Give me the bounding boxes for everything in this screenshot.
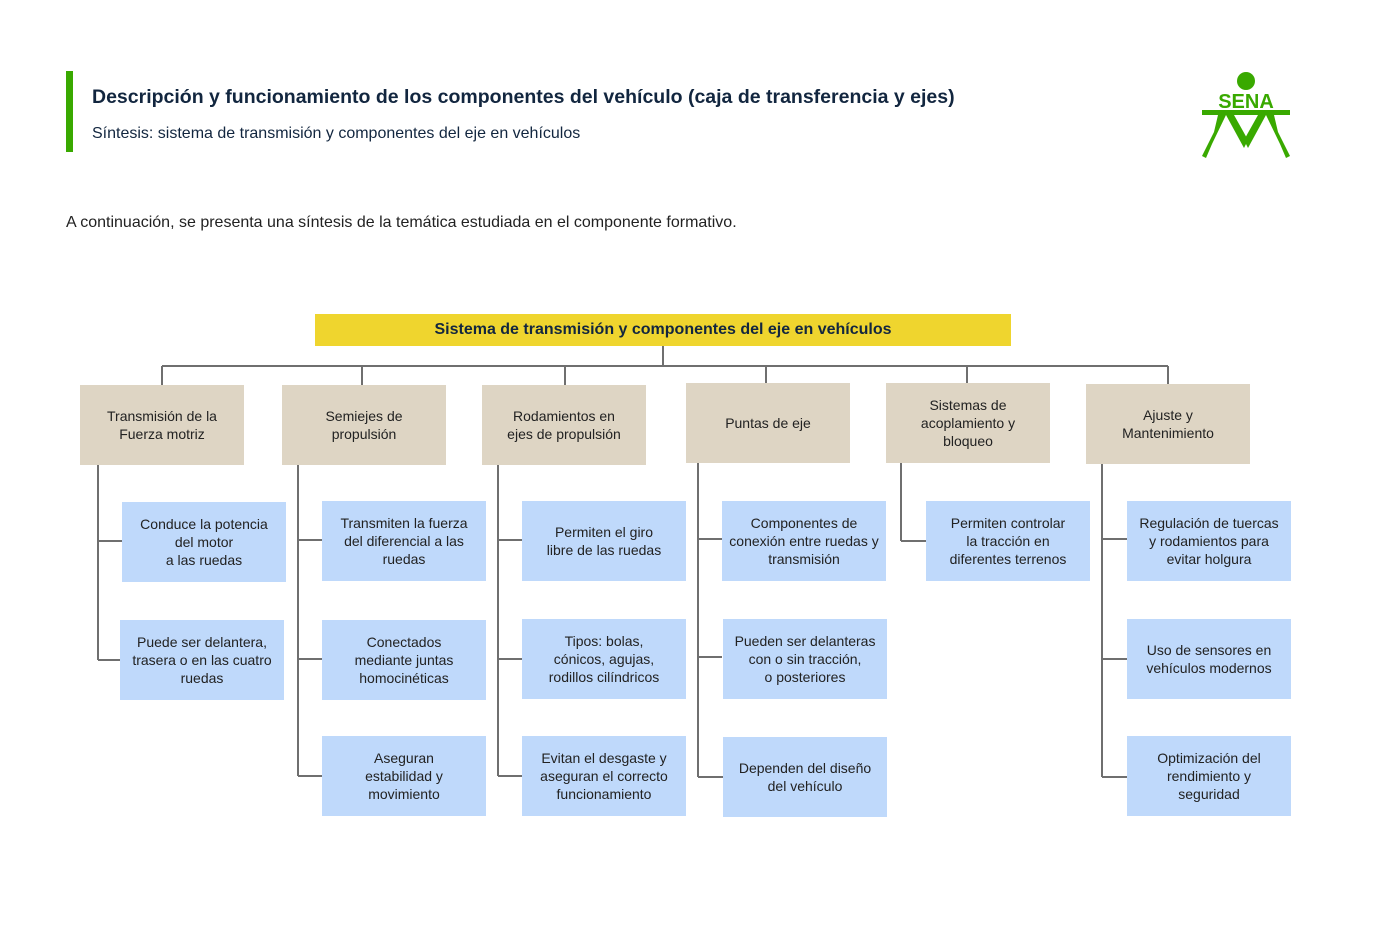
item-node: Aseguran estabilidad y movimiento	[322, 736, 486, 816]
diagram-root-node: Sistema de transmisión y componentes del…	[315, 314, 1011, 346]
category-acoplamiento-bloqueo: Sistemas de acoplamiento y bloqueo	[886, 383, 1050, 463]
sena-logo-text: SENA	[1218, 91, 1274, 113]
header-accent-bar	[66, 71, 73, 152]
category-puntas-de-eje: Puntas de eje	[686, 383, 850, 463]
item-node: Transmiten la fuerza del diferencial a l…	[322, 501, 486, 581]
item-node: Regulación de tuercas y rodamientos para…	[1127, 501, 1291, 581]
page-title: Descripción y funcionamiento de los comp…	[92, 86, 955, 108]
page-subtitle: Síntesis: sistema de transmisión y compo…	[92, 125, 581, 142]
item-node: Tipos: bolas, cónicos, agujas, rodillos …	[522, 619, 686, 699]
sena-logo: SENA	[1202, 72, 1290, 158]
category-ajuste-mantenimiento: Ajuste y Mantenimiento	[1086, 384, 1250, 464]
item-node: Pueden ser delanteras con o sin tracción…	[723, 619, 887, 699]
category-rodamientos: Rodamientos en ejes de propulsión	[482, 385, 646, 465]
item-node: Componentes de conexión entre ruedas y t…	[722, 501, 886, 581]
item-node: Permiten controlar la tracción en difere…	[926, 501, 1090, 581]
category-semiejes-propulsion: Semiejes de propulsión	[282, 385, 446, 465]
item-node: Permiten el giro libre de las ruedas	[522, 501, 686, 581]
item-node: Dependen del diseño del vehículo	[723, 737, 887, 817]
item-node: Puede ser delantera, trasera o en las cu…	[120, 620, 284, 700]
item-node: Uso de sensores en vehículos modernos	[1127, 619, 1291, 699]
item-node: Conduce la potencia del motor a las rued…	[122, 502, 286, 582]
category-transmision-fuerza-motriz: Transmisión de la Fuerza motriz	[80, 385, 244, 465]
item-node: Optimización del rendimiento y seguridad	[1127, 736, 1291, 816]
item-node: Conectados mediante juntas homocinéticas	[322, 620, 486, 700]
intro-text: A continuación, se presenta una síntesis…	[66, 214, 737, 231]
item-node: Evitan el desgaste y aseguran el correct…	[522, 736, 686, 816]
